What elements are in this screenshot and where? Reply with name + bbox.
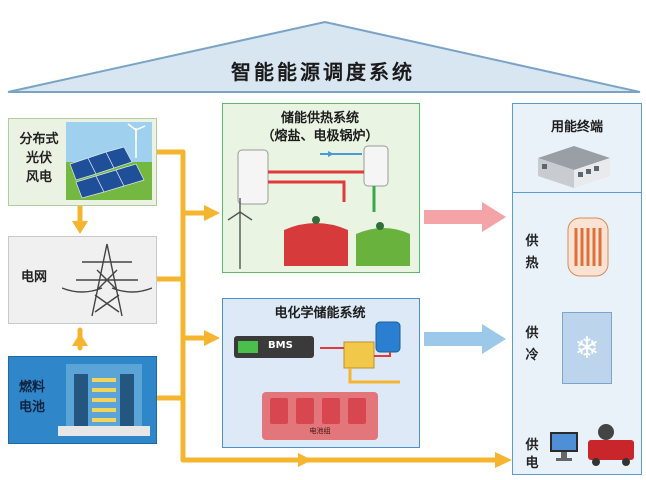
thermal-storage-title: 储能供热系统 — [280, 111, 359, 126]
heater-icon — [567, 217, 609, 277]
power-devices-icon — [550, 424, 634, 466]
terminal-title: 用能终端 — [550, 120, 603, 135]
battery-cell-4 — [348, 398, 366, 424]
bms-label: BMS — [268, 340, 293, 351]
snowflake-icon: ❄ — [574, 331, 600, 366]
battery-cell-1 — [270, 398, 288, 424]
renewable-label-line2: 光伏 — [25, 151, 52, 166]
thermal-storage-subtitle: （熔盐、电极锅炉） — [261, 129, 379, 144]
terminal-cool-char-2: 冷 — [525, 348, 539, 363]
fuel-cell-label-line1: 燃料 — [18, 380, 45, 395]
factory-building-icon — [538, 146, 610, 188]
renewable-label-line1: 分布式 — [19, 132, 59, 147]
terminal-power-label: 供 电 — [522, 438, 542, 472]
bms-status-light — [238, 341, 258, 353]
battery-cell-2 — [296, 398, 314, 424]
cooling-unit-icon: ❄ — [562, 312, 612, 384]
terminal-heat-label: 供 热 — [522, 234, 542, 272]
terminal-heat-char-1: 供 — [525, 234, 539, 249]
terminal-cool-char-1: 供 — [525, 326, 539, 341]
fuel-cell-image — [58, 364, 150, 436]
grid-label: 电网 — [20, 270, 47, 285]
page-title: 智能能源调度系统 — [231, 60, 415, 84]
thermal-storage-diagram — [227, 145, 410, 269]
cooling-supply-arrow — [424, 324, 506, 354]
battery-cell-3 — [322, 398, 340, 424]
renewable-label-line3: 风电 — [25, 170, 52, 185]
terminal-divider — [512, 192, 642, 193]
electrochemical-storage-title: 电化学储能系统 — [274, 306, 366, 321]
battery-connection-diagram — [320, 321, 401, 384]
battery-pack: 电池组 — [262, 392, 378, 440]
terminal-power-char-2: 电 — [525, 456, 539, 471]
roof-banner — [7, 20, 641, 93]
terminal-heat-char-2: 热 — [525, 256, 539, 271]
terminal-power-char-1: 供 — [525, 438, 539, 453]
battery-pack-label: 电池组 — [309, 427, 331, 435]
terminal-cool-label: 供 冷 — [522, 326, 542, 364]
fuel-cell-label-line2: 电池 — [18, 400, 45, 415]
solar-wind-farm-image — [66, 122, 152, 200]
bms-unit: BMS — [234, 336, 314, 358]
heat-supply-arrow — [424, 202, 506, 232]
power-tower-icon — [62, 243, 152, 317]
